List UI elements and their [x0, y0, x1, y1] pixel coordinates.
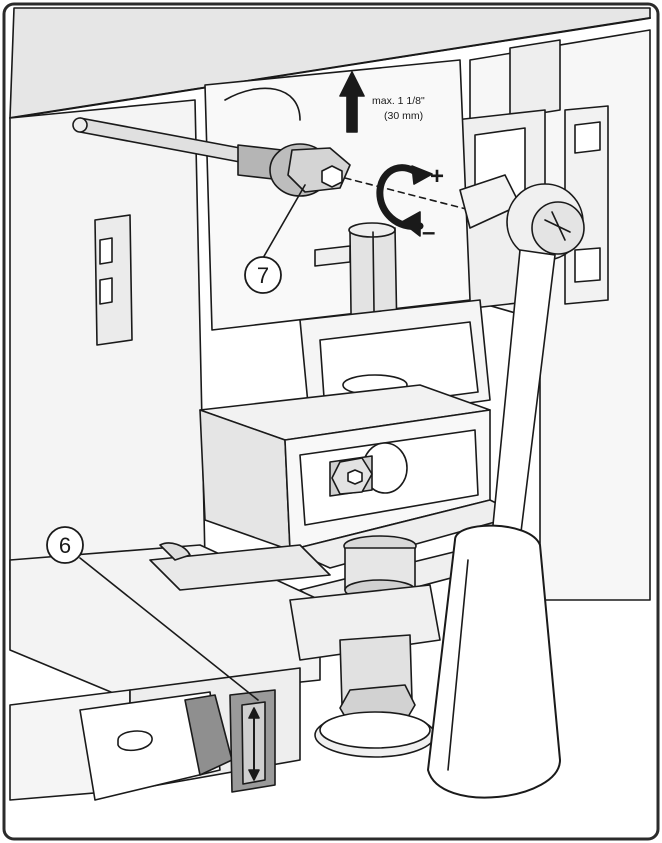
wrench-dial-marks	[544, 211, 571, 241]
up-arrow-icon	[339, 71, 365, 133]
rotation-minus-sign: –	[422, 219, 435, 246]
hinge-slot-2	[99, 277, 113, 305]
rod-end	[72, 117, 88, 133]
small-clip	[159, 542, 191, 561]
rotation-plus-sign: +	[430, 163, 444, 190]
rotation-axis-line	[344, 177, 471, 211]
foot-pad-top	[319, 711, 431, 749]
wrench-handle	[427, 524, 561, 799]
base-bracket-plate	[79, 691, 221, 801]
height-note-line1: max. 1 1/8"	[372, 95, 425, 107]
callout-6-leader	[79, 557, 259, 701]
ratchet-wrench-icon	[427, 174, 585, 799]
rail-slot-top	[574, 121, 601, 154]
counter-edge	[9, 17, 651, 119]
hex-socket-icon	[321, 165, 343, 188]
callout-6-label: 6	[59, 533, 71, 558]
gauge-arrow-down	[248, 769, 260, 781]
rotation-arrow-icon	[376, 164, 424, 231]
shaft-top	[348, 222, 396, 238]
hinge-slot-1	[99, 237, 113, 265]
gauge-arrow-up	[248, 707, 260, 719]
front-bolt-socket	[347, 469, 363, 485]
callout-7-label: 7	[257, 263, 269, 288]
plate-contour	[224, 87, 301, 121]
rotation-arrowhead-minus	[401, 211, 421, 237]
shaft-guide-plate	[314, 245, 351, 267]
cabinet-left-panel	[9, 99, 206, 591]
floor-rail-ledge	[149, 544, 331, 591]
callout-7-circle	[244, 256, 282, 294]
rail-slot-bottom	[574, 247, 601, 283]
wrench-dial	[531, 201, 585, 255]
callout-7-leader	[262, 184, 306, 259]
wrench-handle-highlight	[447, 559, 469, 771]
rotation-arrowhead-plus	[411, 165, 433, 185]
callout-6-circle	[46, 526, 84, 564]
height-note-line2: (30 mm)	[384, 110, 423, 122]
base-slot-oval	[117, 730, 153, 752]
wall-bracket-top	[509, 39, 561, 119]
center-mounting-plate	[204, 59, 471, 331]
